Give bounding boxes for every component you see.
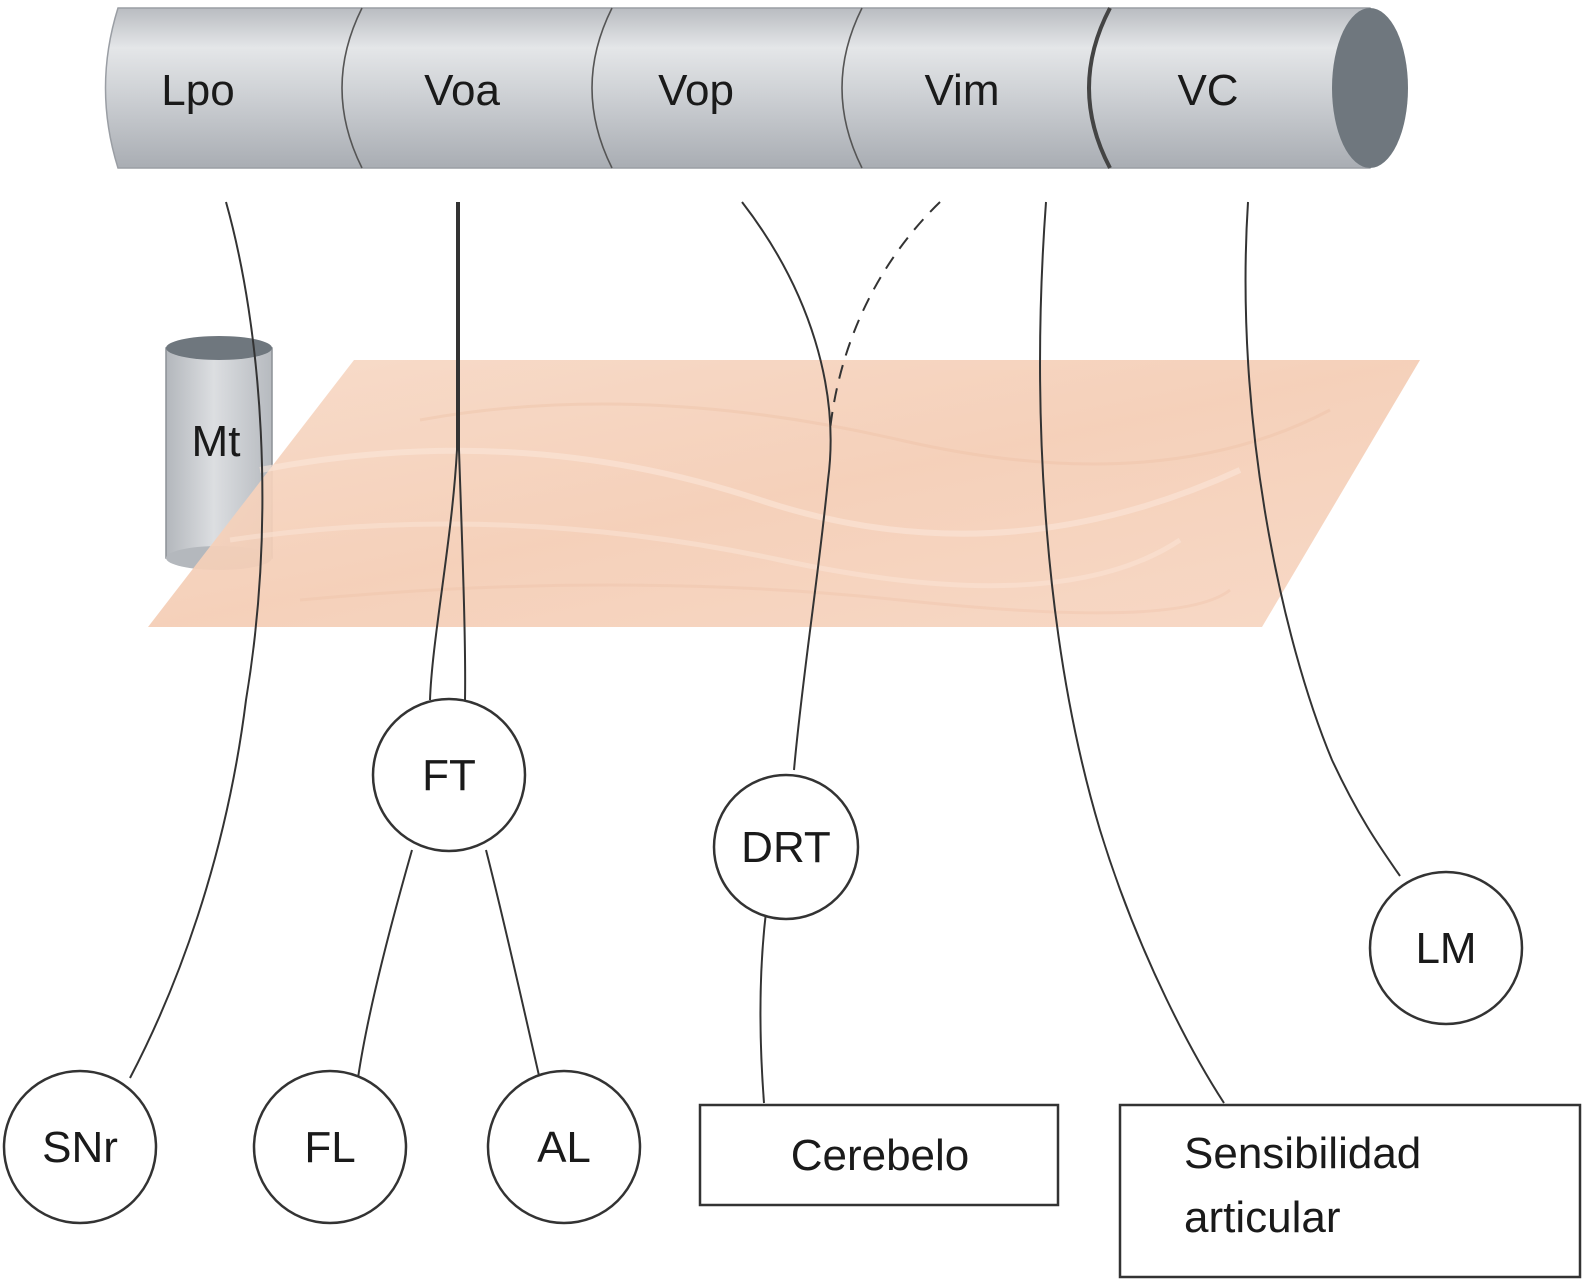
divider-lpo-voa bbox=[341, 7, 363, 169]
node-lm: LM bbox=[1368, 870, 1524, 1026]
pathways bbox=[129, 201, 1401, 1104]
nucleus-vc-label: VC bbox=[1177, 66, 1238, 115]
divider-voa-vop bbox=[591, 7, 613, 169]
svg-text:Cerebelo: Cerebelo bbox=[791, 1131, 970, 1180]
svg-text:AL: AL bbox=[537, 1123, 591, 1172]
node-ft: FT bbox=[371, 697, 527, 853]
path-voa-ft-right bbox=[458, 202, 467, 701]
nucleus-vop-label: Vop bbox=[658, 66, 734, 115]
mt-top-cap bbox=[166, 336, 272, 360]
node-fl: FL bbox=[252, 1069, 408, 1225]
thalamus-cylinder: Lpo Voa Vop Vim VC bbox=[104, 7, 1408, 169]
node-al: AL bbox=[486, 1069, 642, 1225]
path-drt-cerebelo bbox=[759, 911, 767, 1104]
box-cerebelo: Cerebelo bbox=[698, 1103, 1060, 1207]
sensibilidad-line-2: articular bbox=[1184, 1193, 1341, 1242]
sensibilidad-line-1: Sensibilidad bbox=[1184, 1129, 1421, 1178]
divider-vop-vim bbox=[841, 7, 863, 169]
nucleus-vim-label: Vim bbox=[925, 66, 1000, 115]
svg-text:SNr: SNr bbox=[42, 1123, 118, 1172]
path-voa-ft-left bbox=[429, 202, 458, 701]
nucleus-lpo-label: Lpo bbox=[161, 66, 234, 115]
path-ft-fl bbox=[357, 849, 413, 1079]
svg-text:FL: FL bbox=[304, 1123, 355, 1172]
path-vim-dashed bbox=[829, 201, 941, 431]
path-vim-sensibilidad bbox=[1039, 201, 1225, 1104]
svg-text:DRT: DRT bbox=[741, 823, 831, 872]
path-lpo-snr bbox=[129, 201, 264, 1079]
path-vc-lm bbox=[1244, 201, 1401, 877]
mt-label: Mt bbox=[192, 417, 241, 466]
svg-text:LM: LM bbox=[1415, 924, 1476, 973]
cylinder-end-cap bbox=[1332, 8, 1408, 168]
svg-text:FT: FT bbox=[422, 751, 476, 800]
node-drt: DRT bbox=[712, 773, 860, 921]
plane bbox=[148, 360, 1420, 627]
mt-cylinder: Mt bbox=[165, 336, 273, 570]
nucleus-voa-label: Voa bbox=[424, 66, 500, 115]
node-snr: SNr bbox=[2, 1069, 158, 1225]
path-ft-al bbox=[485, 849, 541, 1081]
box-sensibilidad-articular: Sensibilidad articular bbox=[1118, 1103, 1582, 1279]
divider-vim-vc bbox=[1087, 7, 1112, 169]
path-vop-drt bbox=[741, 201, 832, 771]
